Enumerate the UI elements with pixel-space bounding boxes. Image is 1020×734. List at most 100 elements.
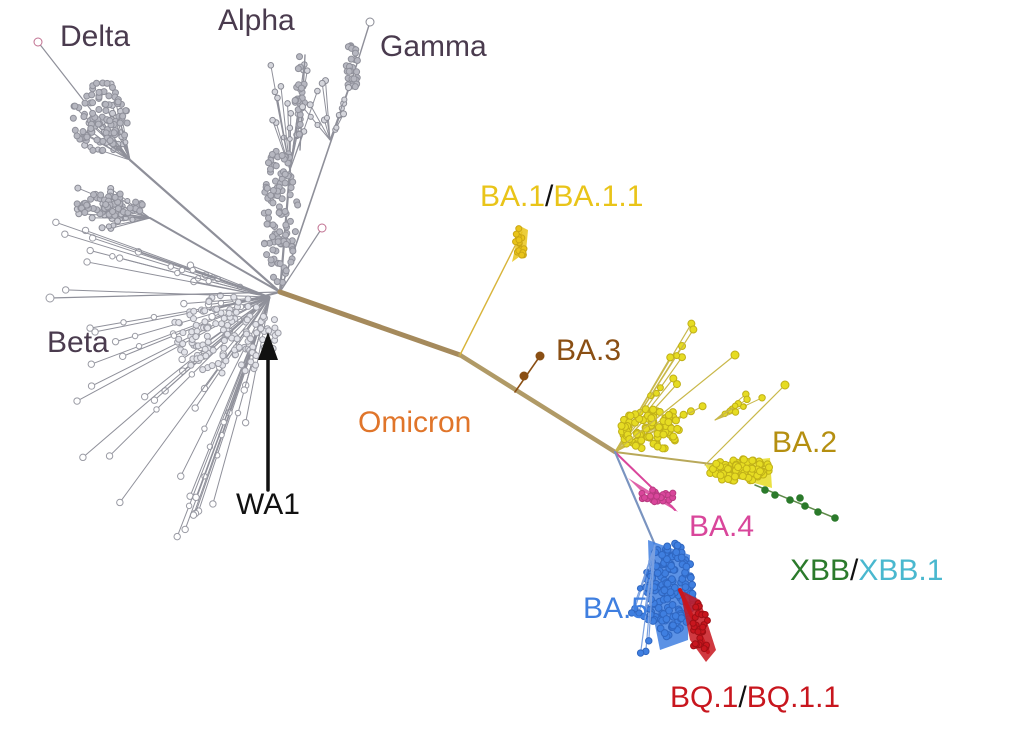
tree-branch [119, 257, 271, 298]
tree-node [673, 541, 682, 550]
tree-node [109, 253, 116, 260]
tree-node [677, 553, 686, 562]
tree-node [252, 361, 260, 369]
tree-node [668, 601, 677, 609]
tree-node [95, 88, 103, 96]
tree-node [264, 159, 272, 167]
tree-node [276, 260, 284, 268]
tree-node [69, 114, 77, 122]
tree-node [220, 337, 228, 345]
tree-node [135, 343, 143, 350]
label-xbb: XBB [790, 554, 851, 587]
tree-node [71, 102, 79, 110]
tree-node [323, 114, 331, 121]
tree-leaf-node [115, 254, 124, 262]
tree-node [664, 418, 673, 427]
tree-node [512, 230, 520, 238]
tree-node [699, 623, 707, 631]
label-bq1-separator: / [738, 681, 747, 714]
tree-branch [243, 296, 271, 391]
tree-node [121, 131, 129, 139]
tree-node [333, 124, 340, 131]
tree-node [263, 251, 271, 259]
tree-node [275, 209, 283, 217]
tree-node [307, 113, 314, 120]
tree-node [649, 486, 657, 494]
tree-node [653, 492, 661, 500]
tree-node [347, 55, 355, 63]
tree-branch [289, 130, 305, 171]
tree-node [235, 343, 243, 351]
tree-branch [82, 296, 271, 458]
tree-node [246, 335, 254, 343]
tree-node [686, 573, 695, 582]
tree-node [89, 99, 97, 107]
tree-leaf-node [98, 224, 106, 232]
xbb-node [801, 502, 809, 510]
tree-branch [638, 544, 656, 614]
tree-leaf-node [299, 103, 307, 111]
tree-leaf-node [105, 452, 114, 460]
tree-node [129, 216, 136, 223]
tree-node [93, 79, 101, 87]
tree-node [691, 640, 699, 648]
tree-node [188, 371, 196, 378]
tree-node [232, 308, 240, 316]
tree-node [645, 432, 654, 441]
tree-node [654, 423, 663, 432]
tree-leaf-node [743, 395, 751, 404]
tree-node [296, 53, 304, 61]
tree-node [150, 313, 158, 321]
tree-node [756, 467, 765, 476]
tree-leaf-node [758, 394, 766, 402]
tree-node [223, 330, 231, 338]
tree-node [673, 424, 682, 433]
tree-node [659, 430, 668, 439]
tree-leaf-node [86, 324, 94, 332]
tree-node [663, 542, 672, 551]
tree-node [295, 130, 303, 138]
tree-branch [639, 544, 656, 654]
tree-leaf-node [636, 649, 645, 657]
tree-node [110, 129, 118, 137]
tree-node [102, 100, 110, 108]
tree-leaf-node [150, 396, 159, 404]
tree-node [192, 321, 200, 329]
xbb-node [771, 491, 779, 499]
tree-node [94, 120, 102, 128]
label-xbb-separator: / [850, 554, 859, 587]
tree-node [116, 190, 124, 198]
tree-leaf-node [73, 397, 81, 405]
tree-node [95, 105, 103, 113]
tree-node [114, 98, 122, 106]
tree-node [669, 432, 678, 441]
tree-leaf-node [87, 382, 96, 390]
tree-node [269, 246, 277, 254]
tree-node [723, 464, 732, 473]
xbb-node [786, 496, 794, 504]
tree-node [153, 406, 160, 413]
tree-node [637, 436, 646, 445]
label-delta: Delta [60, 20, 131, 53]
tree-node [234, 409, 242, 417]
tree-leaf-node [86, 246, 94, 255]
tree-node [314, 121, 321, 128]
tree-node [132, 198, 140, 206]
tree-node [217, 309, 225, 317]
tree-node [272, 162, 280, 170]
tree-leaf-node [61, 230, 69, 238]
tree-node [671, 416, 680, 425]
tree-node [234, 298, 242, 306]
tree-node [515, 236, 523, 244]
tree-node [286, 217, 294, 225]
tree-node [111, 193, 119, 201]
tree-branch [55, 221, 271, 298]
tree-node [269, 273, 277, 281]
tree-node [244, 302, 252, 310]
tree-leaf-node [180, 299, 188, 308]
tree-node [243, 330, 251, 338]
tree-node [224, 321, 232, 329]
tree-node [205, 298, 213, 306]
tree-node [731, 402, 739, 410]
label-ba5: BA.5 [583, 592, 649, 625]
